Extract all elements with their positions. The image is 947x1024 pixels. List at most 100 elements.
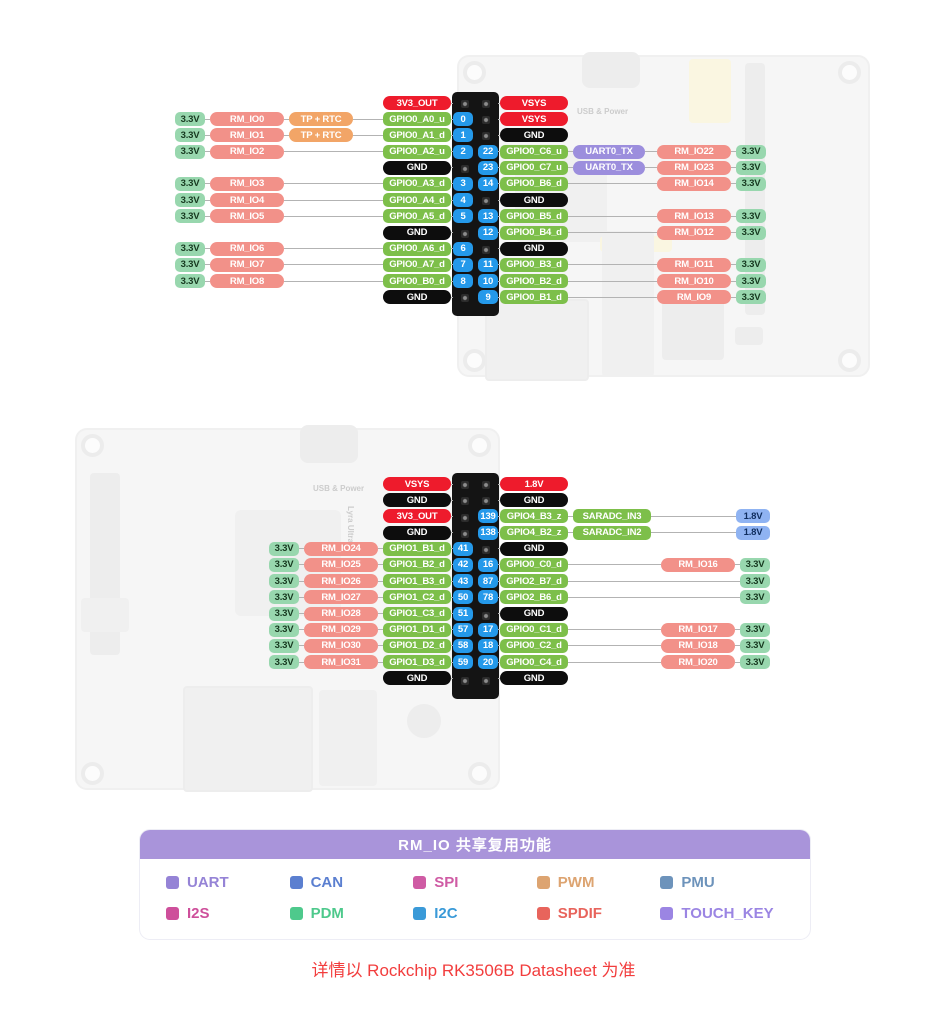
connector-line [498, 645, 500, 647]
label-pill: GPIO0_B2_d [500, 274, 568, 289]
legend-item: CAN [289, 874, 414, 891]
connector-line [284, 248, 383, 250]
connector-line [378, 661, 383, 663]
pin-number-badge: 2 [453, 144, 473, 159]
label-pill: GPIO0_B3_d [500, 257, 568, 272]
connector-line [498, 629, 500, 631]
legend-swatch [536, 876, 550, 889]
pin-number-badge: 1 [453, 128, 473, 143]
label-pill: 3.3V [175, 144, 205, 159]
pin-number-badge: 78 [478, 590, 498, 605]
label-pill: GPIO0_A7_d [383, 257, 451, 272]
connector-line [498, 613, 500, 614]
pin-number-badge: 14 [478, 176, 498, 191]
header-pin [461, 497, 470, 506]
connector-line [353, 118, 383, 120]
connector-line [378, 613, 383, 614]
connector-line [299, 548, 304, 550]
connector-line [731, 215, 736, 217]
legend-label: SPDIF [557, 905, 602, 922]
label-pill: GND [500, 493, 568, 508]
connector-line [498, 483, 500, 485]
connector-line [451, 280, 453, 282]
connector-line [205, 134, 210, 136]
label-pill: RM_IO2 [210, 144, 284, 159]
pin-slot [478, 493, 498, 507]
legend-title: RM_IO 共享复用功能 [140, 830, 810, 859]
label-pill: GPIO0_A1_d [383, 128, 451, 143]
label-pill: 3.3V [175, 112, 205, 127]
label-pill: RM_IO31 [304, 655, 378, 670]
connector-line [284, 215, 383, 217]
header-pin [481, 100, 490, 109]
pin-row: 3V3_OUT [269, 509, 473, 524]
board-silkscreen-label: USB & Power [577, 107, 629, 116]
connector-line [498, 167, 500, 169]
label-pill: 3.3V [736, 209, 766, 224]
label-pill: 3.3V [269, 606, 299, 621]
connector-line [284, 280, 383, 282]
connector-line [451, 151, 453, 153]
legend-label: I2C [434, 905, 458, 922]
label-pill: GPIO0_C2_d [500, 638, 568, 653]
pin-number-badge: 17 [478, 622, 498, 637]
connector-line [451, 134, 453, 136]
connector-line [735, 661, 740, 663]
header-pin [481, 481, 490, 490]
pin-slot [478, 242, 498, 256]
label-pill: RM_IO28 [304, 606, 378, 621]
label-pill: GPIO0_A4_d [383, 193, 451, 208]
connector-line [731, 280, 736, 282]
connector-line [498, 515, 500, 517]
connector-line [378, 645, 383, 647]
connector-line [498, 248, 500, 250]
pin-slot [478, 193, 498, 207]
label-pill: GPIO0_C0_d [500, 557, 568, 572]
header-pin [481, 546, 490, 555]
label-pill: RM_IO16 [661, 557, 735, 572]
push-button [735, 327, 763, 345]
label-pill: 3.3V [736, 225, 766, 240]
legend-label: PDM [310, 905, 344, 922]
label-pill: 3.3V [740, 590, 770, 605]
label-pill: GND [500, 193, 568, 208]
connector-line [498, 564, 500, 566]
connector-line [498, 215, 500, 217]
header-pin [481, 132, 490, 141]
pin-row: GND [269, 525, 473, 540]
pin-slot [453, 493, 473, 507]
label-pill: RM_IO22 [657, 144, 731, 159]
connector-line [498, 532, 500, 534]
pin-number-badge: 9 [478, 290, 498, 305]
label-pill: GPIO2_B6_d [500, 590, 568, 605]
connector-line [451, 183, 453, 185]
label-pill: GPIO1_B1_d [383, 541, 451, 556]
legend-swatch [660, 876, 674, 889]
label-pill: RM_IO20 [661, 655, 735, 670]
connector-line [451, 118, 453, 120]
pin-slot [478, 112, 498, 126]
legend-item: SPDIF [536, 905, 661, 922]
pin-row: GND [478, 128, 766, 143]
connector-line [451, 232, 453, 233]
pin-row: VSYS [478, 112, 766, 127]
label-pill: RM_IO0 [210, 112, 284, 127]
connector-line [568, 264, 657, 266]
connector-line [451, 199, 453, 201]
connector-line [645, 151, 657, 153]
label-pill: GPIO1_B2_d [383, 557, 451, 572]
pin-header-highlight [689, 59, 731, 123]
connector-line [498, 151, 500, 153]
label-pill: RM_IO30 [304, 638, 378, 653]
pin-number-badge: 16 [478, 557, 498, 572]
label-pill: VSYS [383, 477, 451, 491]
mounting-hole [468, 434, 491, 457]
